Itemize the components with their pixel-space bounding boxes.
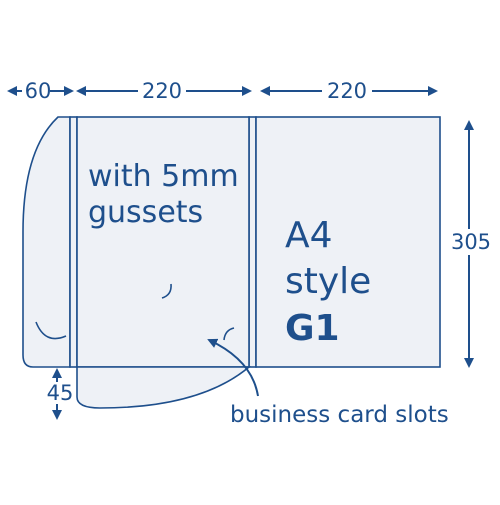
card-slot-bottom [223, 327, 235, 341]
gusset-text-line1: with 5mm [88, 159, 239, 194]
right-panel [255, 116, 441, 368]
dimension-label-right-panel: 220 [327, 79, 367, 103]
slot-callout-arrow [207, 338, 259, 397]
side-flap [22, 116, 71, 368]
flap-slot [35, 321, 67, 340]
pocket-flap [76, 366, 252, 409]
style-text-size: A4 [285, 215, 333, 256]
gusset-strip-middle [248, 116, 257, 368]
dimension-label-left-panel: 220 [142, 79, 182, 103]
gusset-strip-left [69, 116, 78, 368]
slot-callout-text: business card slots [230, 402, 449, 428]
left-panel [76, 116, 250, 368]
dimension-label-gusset: 45 [47, 381, 74, 405]
style-text-label: style [285, 261, 371, 302]
dimension-label-height: 305 [451, 230, 491, 254]
gusset-text-line2: gussets [88, 195, 203, 230]
style-text-code: G1 [285, 308, 340, 349]
dimension-label-flap: 60 [25, 79, 52, 103]
card-slot-top [161, 283, 172, 299]
